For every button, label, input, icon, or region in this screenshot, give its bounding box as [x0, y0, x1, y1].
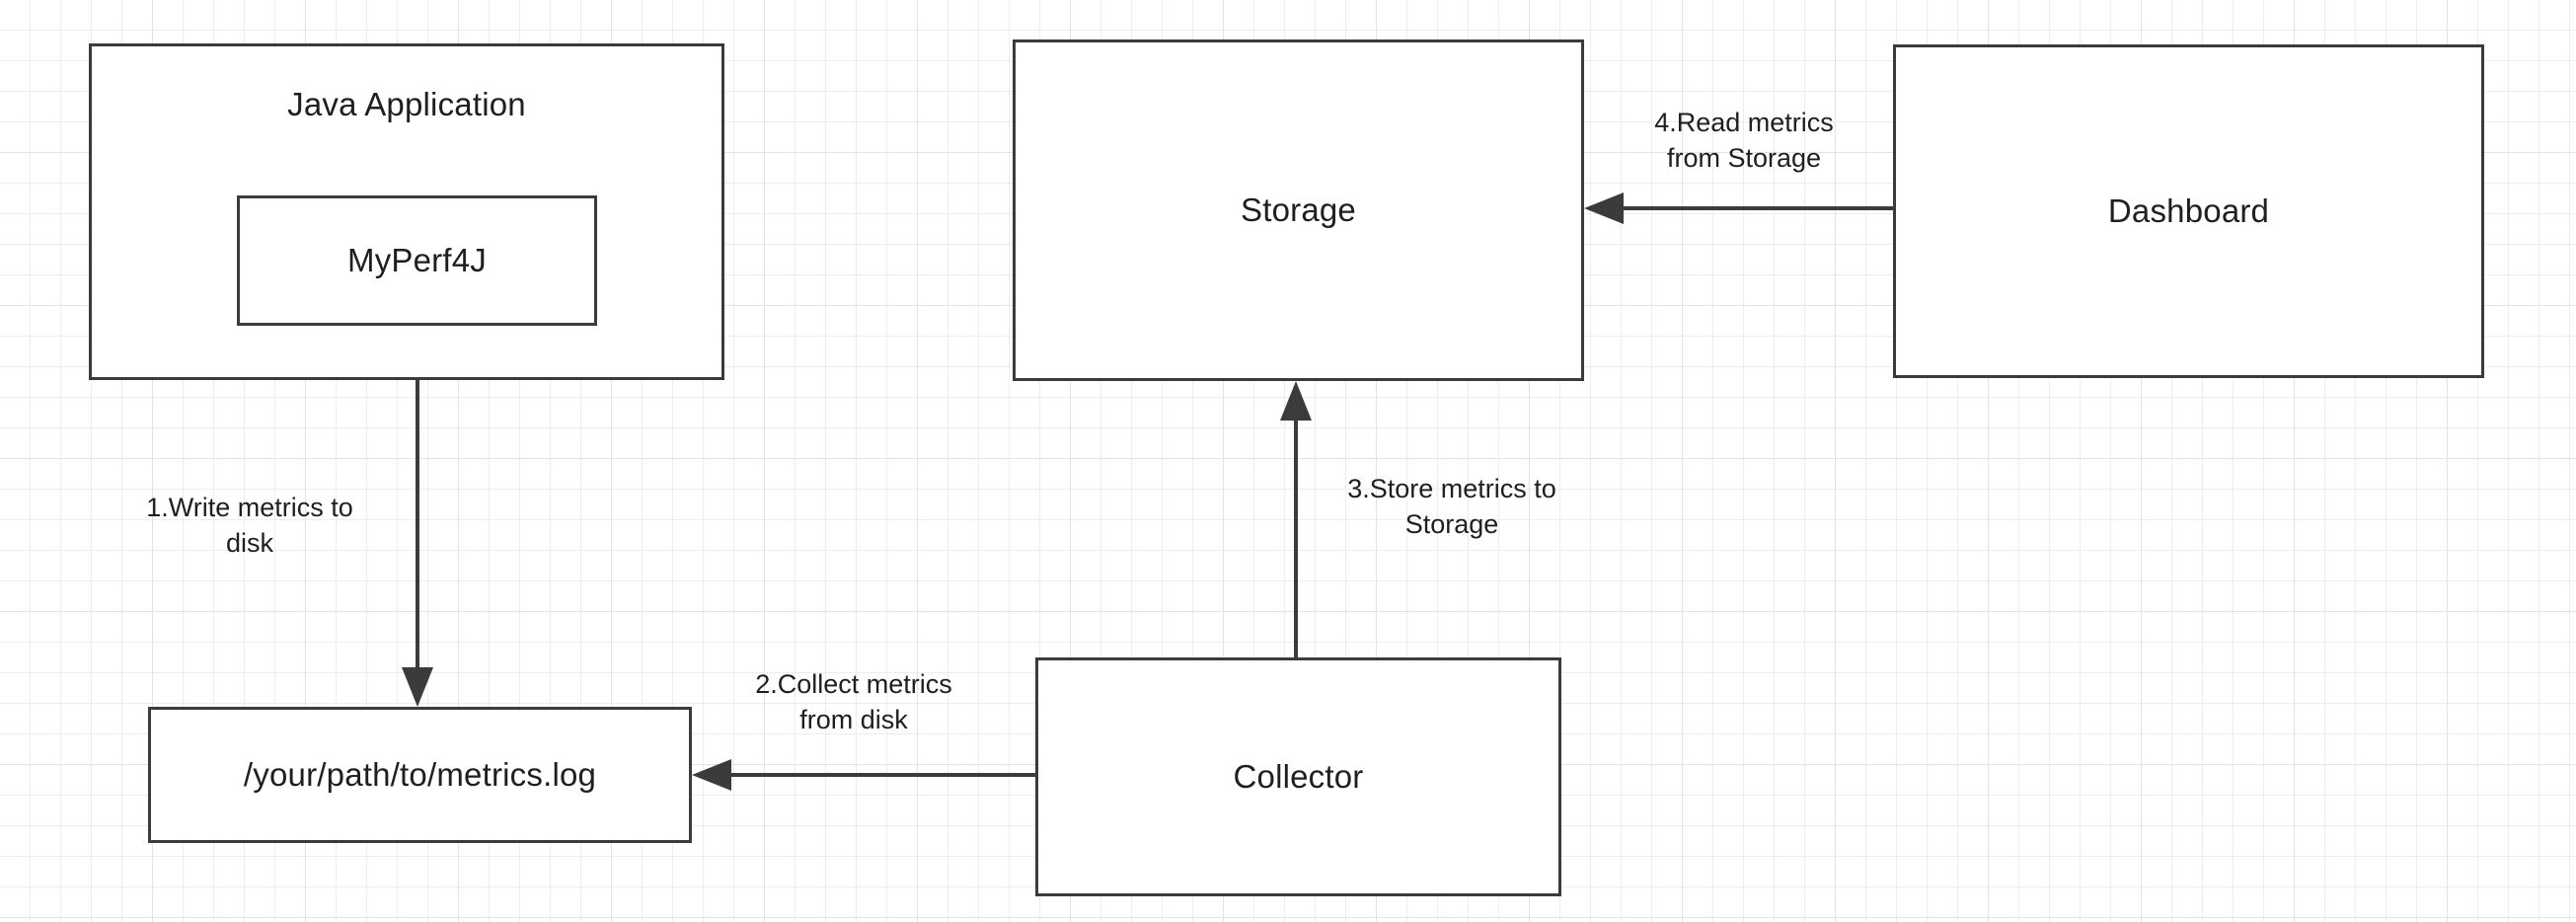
node-java-application-label: Java Application: [287, 86, 526, 122]
node-dashboard[interactable]: Dashboard: [1893, 44, 2484, 378]
node-storage-label: Storage: [1241, 192, 1356, 229]
edge-2-collect-metrics-from-disk: [692, 759, 1035, 791]
edge-3-store-metrics-to-storage: [1280, 381, 1312, 657]
node-dashboard-label: Dashboard: [2107, 192, 2270, 230]
node-collector[interactable]: Collector: [1035, 657, 1561, 896]
edge-1-write-metrics-to-disk: [402, 326, 433, 707]
edge-4-read-metrics-from-storage: [1584, 192, 1893, 224]
edge-label-2-collect-metrics-from-disk: 2.Collect metrics from disk: [755, 669, 952, 734]
node-myperf4j[interactable]: MyPerf4J: [237, 195, 597, 326]
node-myperf4j-label: MyPerf4J: [347, 242, 487, 279]
node-metrics-log-file[interactable]: /your/path/to/metrics.log: [148, 707, 692, 843]
node-metrics-log-file-label: /your/path/to/metrics.log: [243, 756, 597, 794]
edge-label-4-read-metrics-from-storage: 4.Read metrics from Storage: [1654, 108, 1834, 173]
edge-label-3-store-metrics-to-storage: 3.Store metrics to Storage: [1347, 474, 1556, 539]
node-collector-label: Collector: [1233, 758, 1364, 796]
edge-label-1-write-metrics-to-disk: 1.Write metrics to disk: [146, 493, 353, 558]
node-storage[interactable]: Storage: [1013, 39, 1584, 381]
